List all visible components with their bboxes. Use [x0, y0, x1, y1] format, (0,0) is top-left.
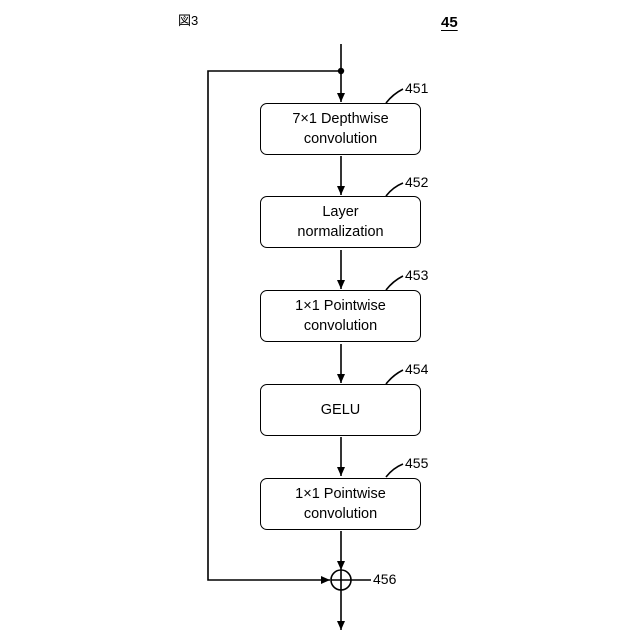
block-line2: convolution: [304, 504, 377, 524]
junction-dot: [338, 68, 344, 74]
ref-456: 456: [373, 571, 396, 587]
block-line2: convolution: [304, 129, 377, 149]
block-line1: 7×1 Depthwise: [292, 109, 388, 129]
block-line2: convolution: [304, 316, 377, 336]
block-pointwise-conv-2: 1×1 Pointwise convolution: [260, 478, 421, 530]
block-line1: 1×1 Pointwise: [295, 484, 386, 504]
figure-label: 図3: [178, 10, 198, 29]
block-depthwise-conv: 7×1 Depthwise convolution: [260, 103, 421, 155]
block-line1: Layer: [322, 202, 358, 222]
ref-455: 455: [405, 455, 428, 471]
leader-454: [386, 370, 403, 384]
block-line1: GELU: [321, 400, 361, 420]
leader-452: [386, 183, 403, 196]
leader-455: [386, 464, 403, 477]
block-layer-norm: Layer normalization: [260, 196, 421, 248]
block-line2: normalization: [297, 222, 383, 242]
ref-453: 453: [405, 267, 428, 283]
figure-number: 45: [441, 14, 458, 31]
ref-454: 454: [405, 361, 428, 377]
block-line1: 1×1 Pointwise: [295, 296, 386, 316]
leader-451: [386, 89, 403, 103]
leader-453: [386, 276, 403, 290]
block-gelu: GELU: [260, 384, 421, 436]
ref-452: 452: [405, 174, 428, 190]
ref-451: 451: [405, 80, 428, 96]
block-pointwise-conv-1: 1×1 Pointwise convolution: [260, 290, 421, 342]
